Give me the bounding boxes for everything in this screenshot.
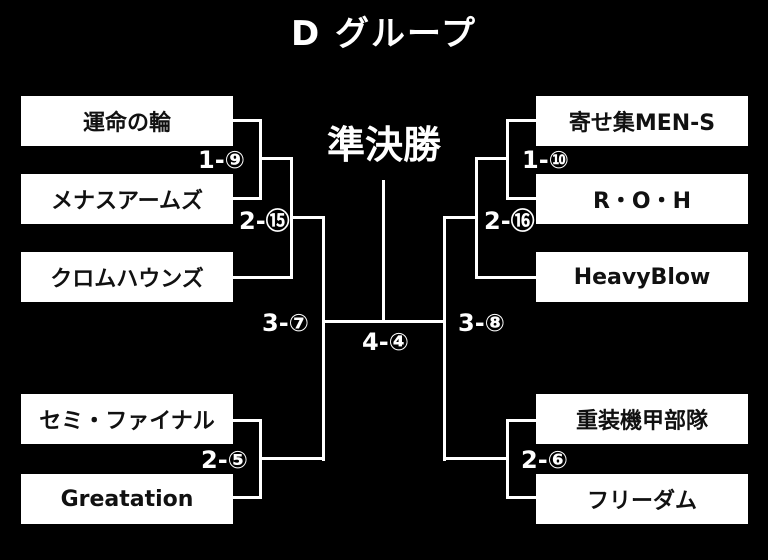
team-box-l5: Greatation (21, 474, 233, 524)
bracket-line (233, 496, 262, 499)
team-box-r3: HeavyBlow (536, 252, 748, 302)
team-box-r1: 寄せ集MEN-S (536, 96, 748, 146)
match-label-left-round1: 1-⑨ (198, 146, 245, 174)
bracket-line (506, 119, 536, 122)
match-label-right-round2-top: 2-⑯ (484, 207, 535, 235)
match-label-right-round3: 3-⑧ (458, 309, 505, 337)
team-box-r5: フリーダム (536, 474, 748, 524)
bracket-line (290, 216, 325, 219)
match-label-right-round2-bot: 2-⑥ (521, 446, 568, 474)
bracket-line (475, 276, 536, 279)
bracket-line (506, 197, 536, 200)
team-box-l2: メナスアームズ (21, 174, 233, 224)
bracket-line (233, 276, 293, 279)
match-label-right-round1: 1-⑩ (522, 146, 569, 174)
bracket-line (475, 157, 509, 160)
bracket-line (443, 457, 509, 460)
bracket-line (233, 197, 262, 200)
match-label-final: 4-④ (362, 328, 409, 356)
page-title: D グループ (290, 14, 478, 54)
bracket-line (259, 457, 325, 460)
bracket-line (443, 216, 446, 461)
bracket-line (259, 157, 293, 160)
team-box-r4: 重装機甲部隊 (536, 394, 748, 444)
team-box-l3: クロムハウンズ (21, 252, 233, 302)
bracket-line (233, 419, 262, 422)
bracket-line-center-stem (382, 180, 385, 323)
match-label-left-round3: 3-⑦ (262, 309, 309, 337)
semifinal-round-label: 準決勝 (326, 123, 441, 167)
team-box-r2: R・O・H (536, 174, 748, 224)
team-box-l4: セミ・ファイナル (21, 394, 233, 444)
team-box-l1: 運命の輪 (21, 96, 233, 146)
bracket-line (233, 119, 262, 122)
bracket-line (506, 496, 536, 499)
bracket-line (506, 419, 536, 422)
match-label-left-round2-top: 2-⑮ (239, 207, 290, 235)
bracket-line (322, 216, 325, 461)
bracket-line (443, 216, 478, 219)
match-label-left-round2-bot: 2-⑤ (201, 446, 248, 474)
